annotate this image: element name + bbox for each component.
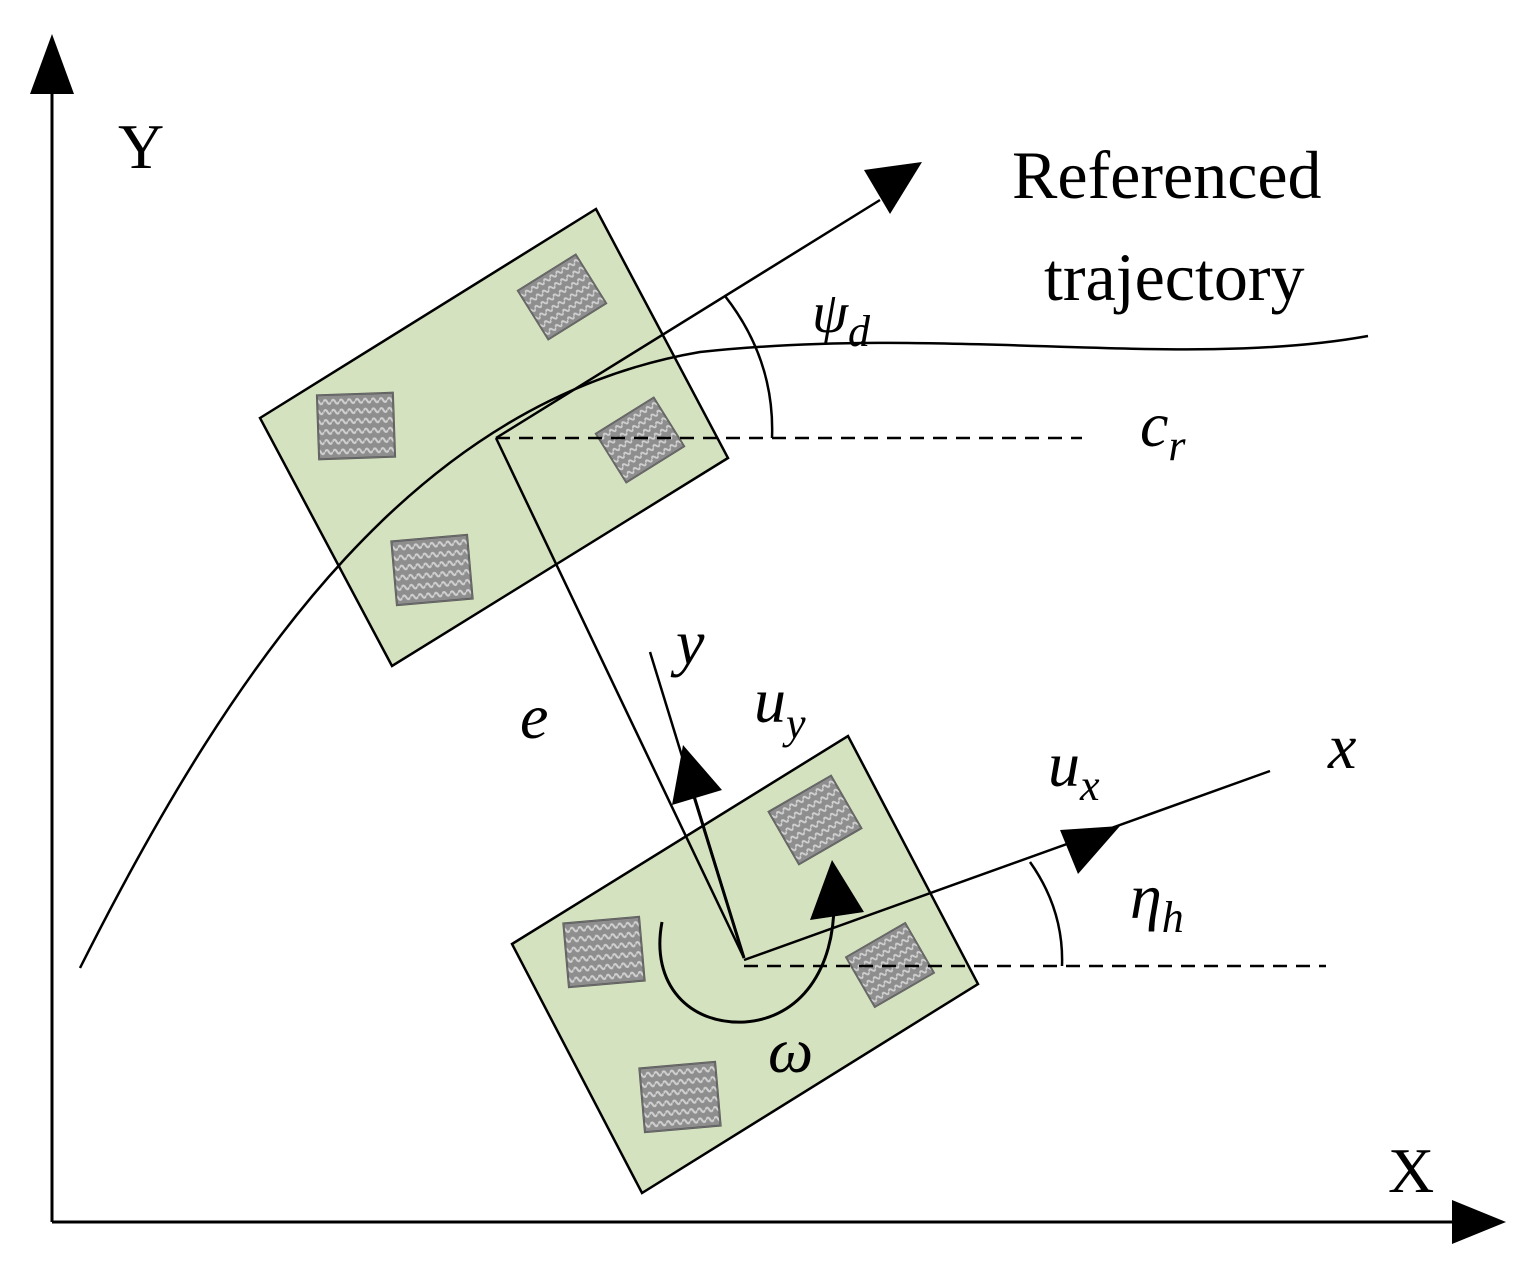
reference-vehicle — [258, 207, 730, 668]
error-vector-line — [494, 437, 746, 959]
trajectory-label-line1: Referenced — [1012, 137, 1322, 213]
referenced-trajectory-curve — [78, 334, 1369, 969]
reference-vehicle-body — [258, 207, 730, 668]
psi-angle-arc — [724, 295, 774, 439]
uy-arrowhead — [672, 745, 722, 805]
psi-d-label: ψd — [812, 280, 871, 356]
wheel-icon — [315, 391, 397, 461]
trajectory-label: Referenced trajectory — [1012, 137, 1322, 315]
trajectory-label-line2: trajectory — [1044, 239, 1305, 315]
body-y-label: y — [670, 607, 705, 678]
eta-angle-arc — [1028, 861, 1064, 967]
x-axis-arrowhead — [1452, 1200, 1506, 1244]
wheel-icon — [390, 533, 474, 607]
eta-h-label: ηh — [1130, 861, 1184, 942]
axis-y-label: Y — [118, 111, 164, 182]
actual-vehicle-body — [510, 734, 980, 1195]
body-x-label: x — [1327, 711, 1356, 782]
actual-vehicle — [510, 734, 980, 1195]
wheel-icon — [562, 915, 646, 989]
omega-rotation-arc — [658, 899, 836, 1024]
ux-label: ux — [1048, 729, 1100, 810]
omega-arrowhead — [810, 860, 864, 920]
axis-x-label: X — [1388, 1135, 1434, 1206]
c-r-label: cr — [1140, 389, 1186, 470]
ux-arrowhead — [1060, 826, 1120, 874]
uy-velocity-line — [690, 789, 746, 959]
wheel-icon — [638, 1060, 722, 1134]
desired-heading-arrowhead — [864, 162, 922, 214]
omega-label: ω — [768, 1015, 813, 1086]
uy-label: uy — [754, 665, 806, 748]
e-label: e — [520, 681, 548, 752]
desired-heading-line — [495, 198, 881, 440]
y-axis-arrowhead — [30, 34, 74, 94]
global-axes: Y X — [30, 34, 1506, 1244]
